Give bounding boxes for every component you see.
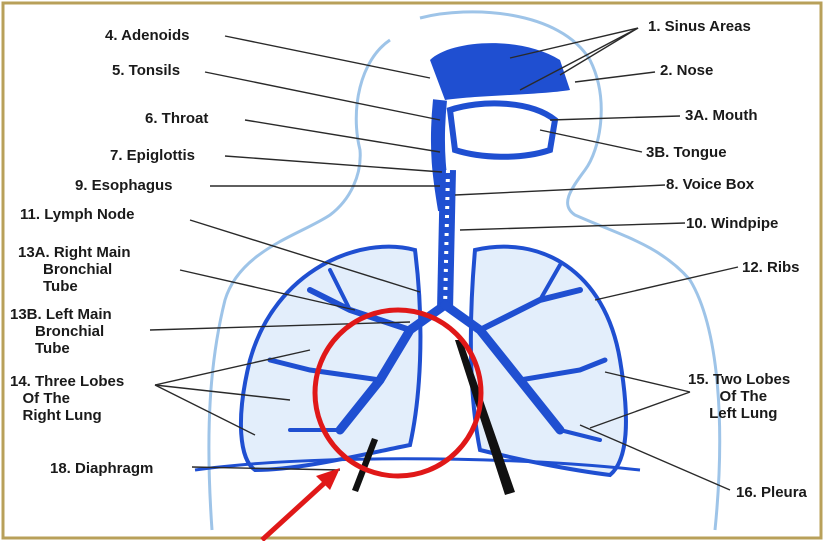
label-lymph-node: 11. Lymph Node	[20, 206, 134, 223]
label-esophagus: 9. Esophagus	[75, 177, 173, 194]
label-windpipe: 10. Windpipe	[686, 215, 778, 232]
label-epiglottis: 7. Epiglottis	[110, 147, 195, 164]
label-two-lobes: 15. Two Lobes Of The Left Lung	[688, 371, 790, 422]
label-tonsils: 5. Tonsils	[112, 62, 180, 79]
label-three-lobes: 14. Three Lobes Of The Right Lung	[10, 373, 124, 424]
label-left-main-bronchial-tube: 13B. Left Main Bronchial Tube	[10, 306, 112, 357]
label-ribs: 12. Ribs	[742, 259, 800, 276]
label-diaphragm: 18. Diaphragm	[50, 460, 153, 477]
label-throat: 6. Throat	[145, 110, 208, 127]
label-mouth: 3A. Mouth	[685, 107, 758, 124]
label-nose: 2. Nose	[660, 62, 713, 79]
label-pleura: 16. Pleura	[736, 484, 807, 501]
mouth-cavity	[450, 103, 555, 156]
label-adenoids: 4. Adenoids	[105, 27, 189, 44]
label-tongue: 3B. Tongue	[646, 144, 727, 161]
label-voice-box: 8. Voice Box	[666, 176, 754, 193]
label-sinus-areas: 1. Sinus Areas	[648, 18, 751, 35]
label-right-main-bronchial-tube: 13A. Right Main Bronchial Tube	[18, 244, 131, 295]
